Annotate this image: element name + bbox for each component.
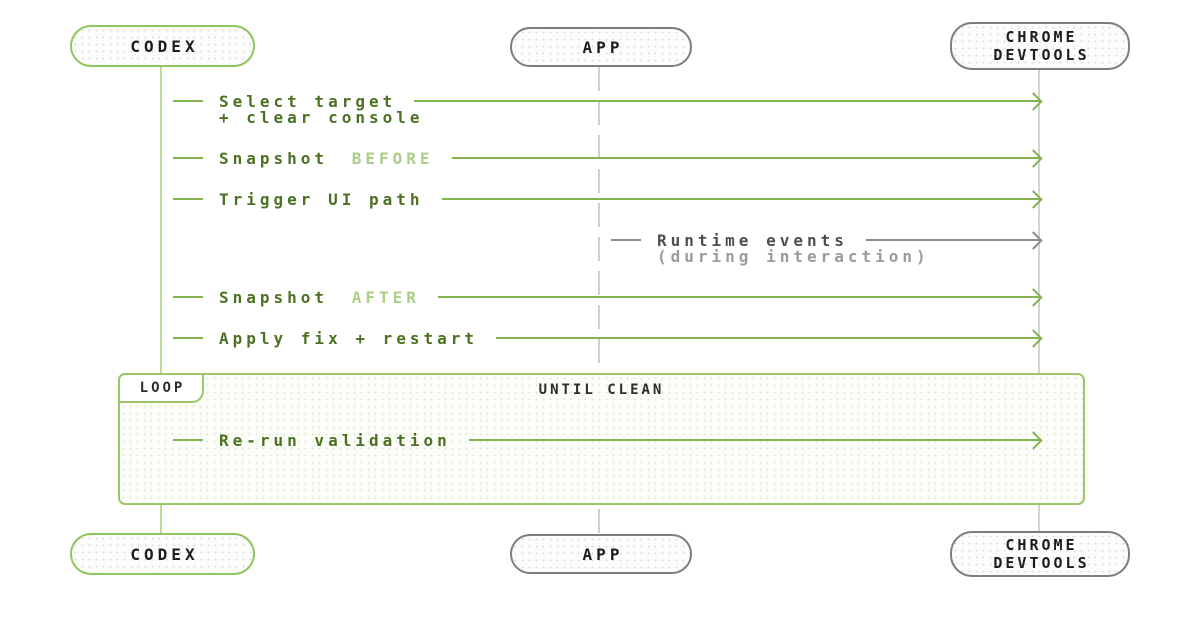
actor-label-chrome-line1: CHROME (1005, 536, 1078, 554)
actor-label-chrome-line2: DEVTOOLS (993, 554, 1090, 572)
message-line-stub (173, 439, 203, 441)
message-label: Snapshot BEFORE (219, 149, 434, 168)
loop-condition: UNTIL CLEAN (538, 382, 665, 398)
arrowhead-icon (1024, 287, 1043, 307)
lifeline-app (598, 67, 600, 534)
lifeline-chrome-devtools (1038, 70, 1040, 531)
message-line (441, 198, 1041, 200)
message-line-stub (173, 157, 203, 159)
actor-label-app: APP (582, 37, 624, 57)
message-line (496, 337, 1041, 339)
message-label: Select target + clear console (219, 91, 420, 127)
message-snapshot-after: Snapshot AFTER (160, 283, 1043, 311)
message-snapshot-before: Snapshot BEFORE (160, 144, 1043, 172)
actor-box-chrome-devtools-top: CHROME DEVTOOLS (950, 22, 1130, 70)
actor-box-codex-bottom: CODEX (70, 533, 255, 575)
arrowhead-icon (1024, 328, 1043, 348)
lifeline-codex (160, 67, 162, 533)
message-label: Runtime events (during interaction) (657, 230, 926, 266)
arrowhead-icon (1024, 91, 1043, 111)
message-label: Re-run validation (219, 431, 451, 450)
message-line-stub (611, 239, 641, 241)
actor-box-app-bottom: APP (510, 534, 692, 574)
message-label: Trigger UI path (219, 190, 424, 209)
message-label-text: Apply fix + restart (219, 328, 479, 348)
actor-label-chrome-line2: DEVTOOLS (993, 46, 1090, 64)
message-select-target: Select target + clear console (160, 87, 1043, 127)
message-rerun-validation: Re-run validation (160, 426, 1043, 454)
arrowhead-icon (1024, 148, 1043, 168)
message-line (451, 157, 1041, 159)
message-line (437, 296, 1041, 298)
message-label-text: Re-run validation (219, 430, 451, 450)
message-label-line1: Select target (219, 91, 397, 111)
message-apply-fix-restart: Apply fix + restart (160, 324, 1043, 352)
message-trigger-ui-path: Trigger UI path (160, 185, 1043, 213)
arrowhead-icon (1024, 430, 1043, 450)
message-label-line1: Runtime events (657, 230, 848, 250)
actor-label-codex: CODEX (130, 36, 199, 56)
actor-box-app-top: APP (510, 27, 692, 67)
message-line (414, 100, 1041, 102)
message-label: Apply fix + restart (219, 329, 478, 348)
arrowhead-icon (1024, 230, 1043, 250)
message-runtime-events: Runtime events (during interaction) (598, 226, 1043, 266)
loop-tab: LOOP (118, 373, 204, 403)
message-label-text: Snapshot (219, 148, 329, 168)
actor-box-codex-top: CODEX (70, 25, 255, 67)
message-label-line2: (during interaction) (657, 246, 930, 266)
message-line-stub (173, 337, 203, 339)
message-line (865, 239, 1041, 241)
actor-box-chrome-devtools-bottom: CHROME DEVTOOLS (950, 531, 1130, 577)
loop-tab-label: LOOP (139, 380, 186, 396)
message-line-stub (173, 198, 203, 200)
arrowhead-icon (1024, 189, 1043, 209)
message-label-text: Snapshot (219, 287, 329, 307)
message-line-stub (173, 100, 203, 102)
message-label: Snapshot AFTER (219, 288, 420, 307)
message-label-suffix: AFTER (351, 287, 420, 307)
actor-label-app: APP (582, 544, 624, 564)
message-label-line2: + clear console (219, 107, 424, 127)
message-line (468, 439, 1041, 441)
message-line-stub (173, 296, 203, 298)
actor-label-codex: CODEX (130, 544, 199, 564)
message-label-suffix: BEFORE (351, 148, 434, 168)
actor-label-chrome-line1: CHROME (1005, 28, 1078, 46)
message-label-text: Trigger UI path (219, 189, 424, 209)
